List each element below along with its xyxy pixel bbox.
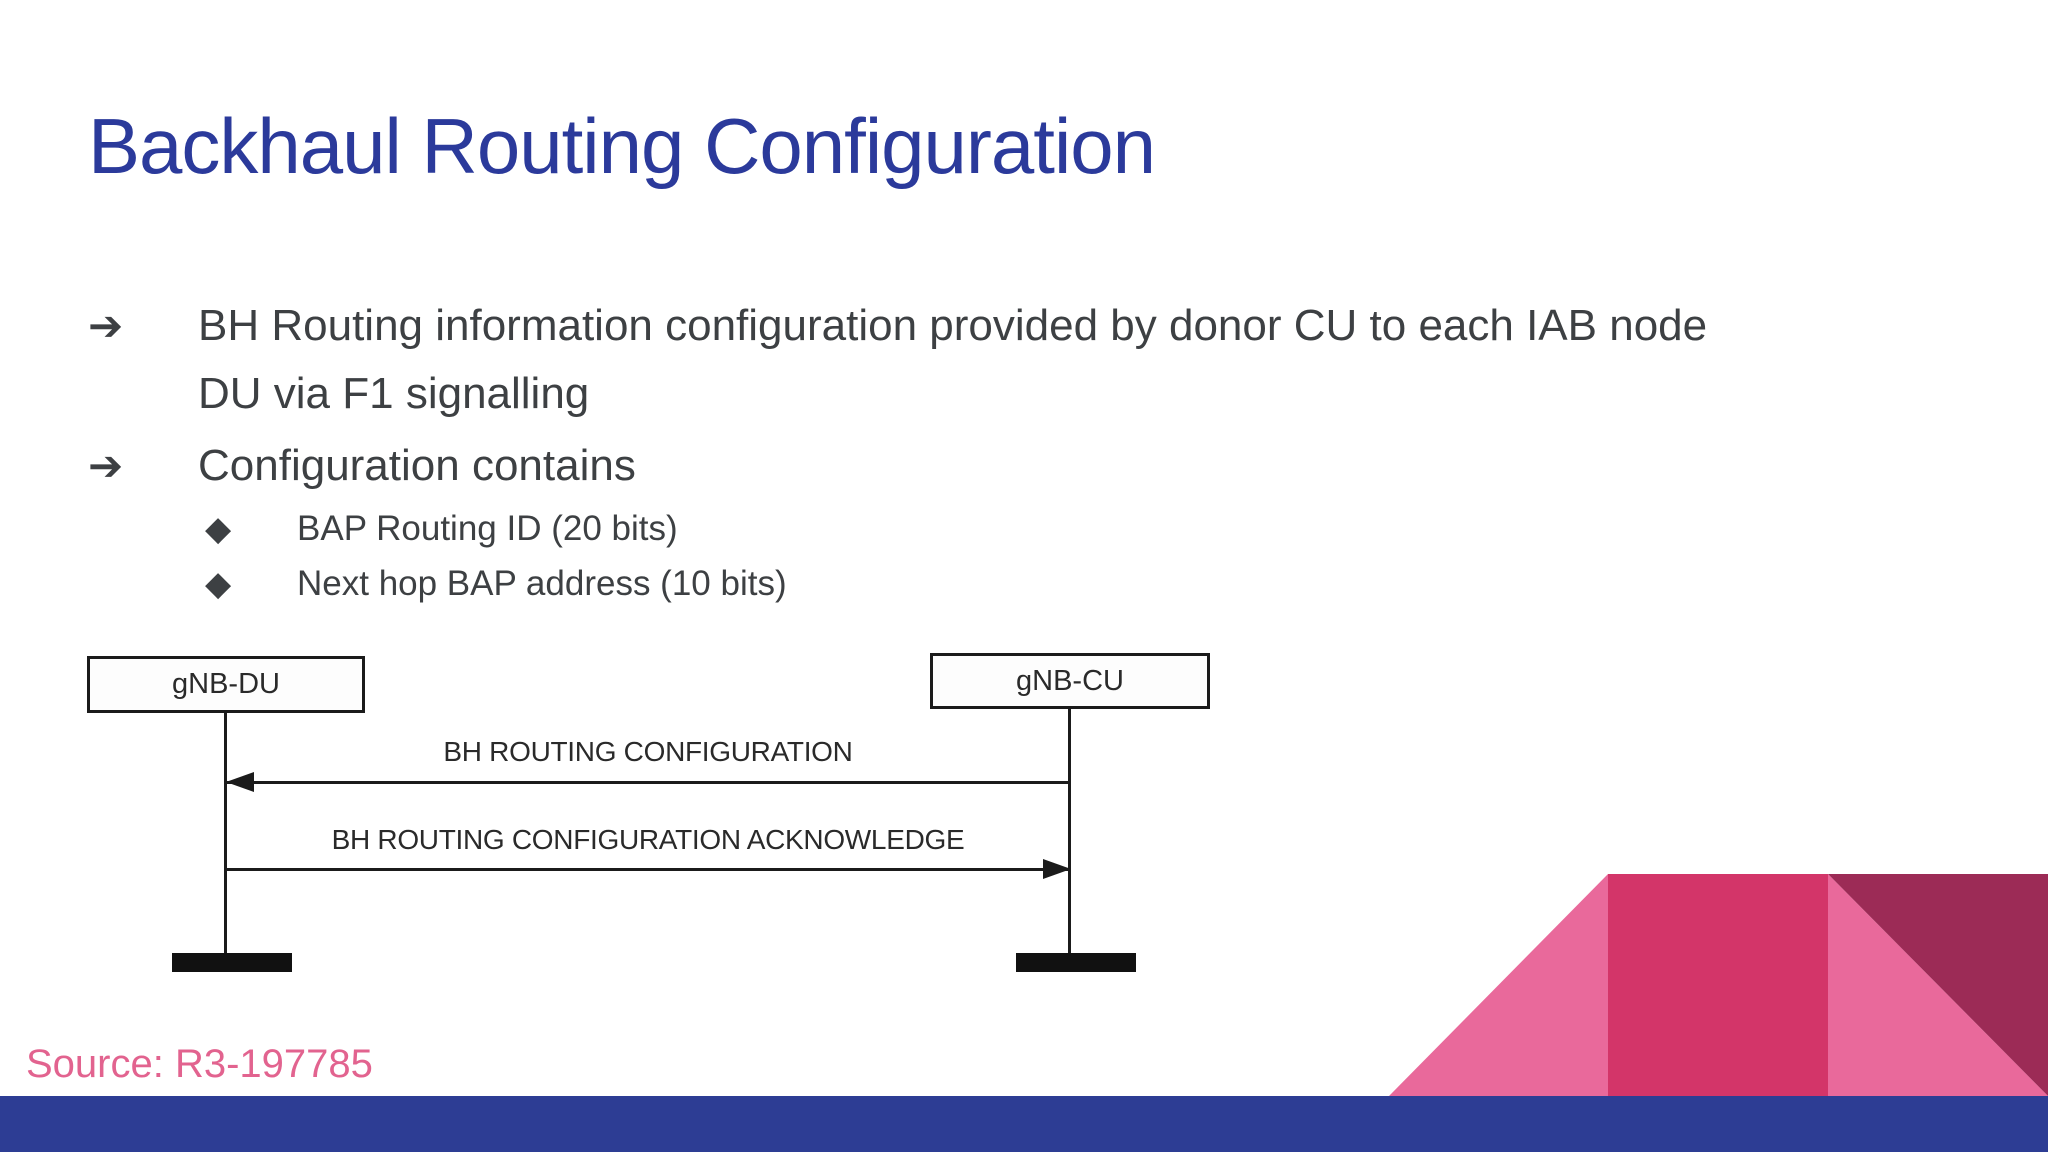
bullet-item: ➔ Configuration contains [88,432,1968,500]
bullet-text-line: BH Routing information configuration pro… [198,301,1708,350]
diamond-bullet-icon: ◆ [205,510,232,548]
message-label: BH ROUTING CONFIGURATION [443,736,853,767]
bullet-text: BH Routing information configuration pro… [198,292,1707,428]
arrow-bullet-icon: ➔ [88,302,124,349]
bullet-item: ➔ BH Routing information configuration p… [88,292,1968,428]
sub-bullet-text: BAP Routing ID (20 bits) [297,509,678,548]
actor-box-gnb-du: gNB-DU [87,656,365,713]
source-note: Source: R3-197785 [26,1042,373,1086]
footer-bar [0,1096,2048,1152]
actor-label: gNB-CU [1016,664,1124,697]
lifeline-gnb-du [224,713,227,953]
arrowhead-left-icon [226,772,254,792]
deco-triangle-maroon [1828,874,2048,1096]
sub-bullet-text: Next hop BAP address (10 bits) [297,564,787,603]
bullet-text-line: DU via F1 signalling [198,369,590,418]
actor-label: gNB-DU [172,668,280,700]
lifeline-end-bar [1016,953,1136,972]
actor-box-gnb-cu: gNB-CU [930,653,1210,709]
sub-bullet-item: ◆ Next hop BAP address (10 bits) [205,556,1805,612]
deco-triangle-left [1389,874,1608,1096]
diamond-bullet-icon: ◆ [205,565,232,603]
bullet-text: Configuration contains [198,441,636,490]
sub-bullet-item: ◆ BAP Routing ID (20 bits) [205,501,1805,557]
message-label: BH ROUTING CONFIGURATION ACKNOWLEDGE [331,824,965,855]
lifeline-gnb-cu [1068,709,1071,953]
page-title: Backhaul Routing Configuration [88,102,1156,190]
deco-rect-center [1608,874,1828,1096]
message-arrow-line [227,868,1070,871]
lifeline-end-bar [172,953,292,972]
corner-decoration [1389,874,2048,1096]
message-arrow-line [227,781,1070,784]
arrow-bullet-icon: ➔ [88,442,124,489]
arrowhead-right-icon [1043,859,1071,879]
